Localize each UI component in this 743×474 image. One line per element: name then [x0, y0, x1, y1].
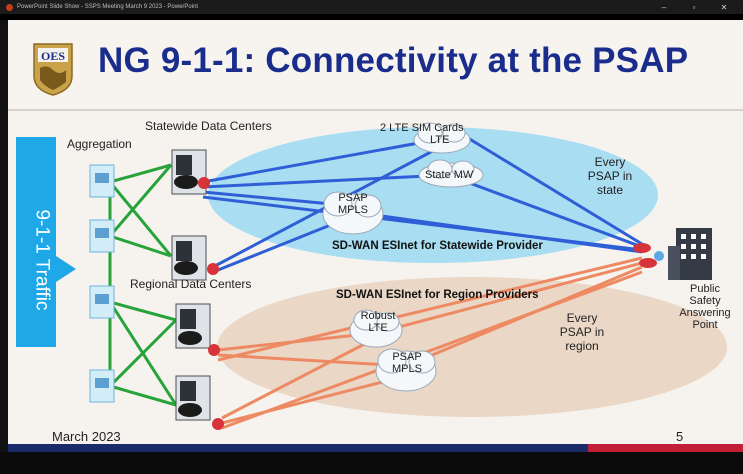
lte-label: LTE	[430, 134, 450, 146]
powerpoint-icon	[6, 3, 13, 11]
footer-accent	[588, 444, 743, 452]
taskbar	[0, 452, 743, 474]
aggregation-node-icon	[89, 285, 115, 319]
region-links	[217, 256, 643, 430]
close-button[interactable]: ✕	[720, 2, 728, 12]
statewide-datacenter-icon	[171, 149, 210, 195]
region-esinet-label: SD-WAN ESInet for Region Providers	[336, 289, 539, 301]
statewide-datacenters-label: Statewide Data Centers	[145, 119, 272, 133]
psap-mpls-label: PSAP MPLS	[338, 192, 368, 216]
page-number: 5	[676, 429, 684, 444]
aggregation-node-icon	[89, 369, 115, 403]
statewide-datacenter-icon	[171, 235, 219, 281]
psap-router-icon	[633, 243, 664, 268]
every-psap-state-label: Every PSAP in state	[587, 155, 633, 197]
lte-sim-label: 2 LTE SIM Cards	[380, 122, 464, 134]
window-title: PowerPoint Slide Show - SSPS Meeting Mar…	[17, 4, 199, 10]
regional-datacenter-icon	[175, 375, 224, 430]
aggregation-node-icon	[89, 219, 115, 253]
slide-header	[8, 20, 743, 110]
logo-text: OES	[41, 49, 65, 63]
slide-title: NG 9-1-1: Connectivity at the PSAP	[98, 41, 689, 80]
window-titlebar: PowerPoint Slide Show - SSPS Meeting Mar…	[0, 0, 743, 14]
minimize-button[interactable]: –	[661, 2, 667, 12]
psap-mpls-cloud-icon	[322, 191, 384, 235]
traffic-bar	[16, 137, 56, 347]
psap-mpls-region-cloud-icon	[375, 348, 437, 392]
regional-datacenters-label: Regional Data Centers	[130, 277, 252, 291]
footer-bar	[8, 444, 743, 452]
statewide-esinet-label: SD-WAN ESInet for Statewide Provider	[332, 240, 543, 252]
regional-datacenter-icon	[175, 303, 220, 356]
footer-date: March 2023	[52, 429, 121, 444]
aggregation-node-icon	[89, 164, 115, 198]
slide: OES NG 9-1-1: Connectivity at the PSAP	[8, 20, 743, 452]
lte-cloud-icon	[413, 122, 471, 154]
statewide-links	[202, 133, 643, 274]
traffic-arrow-icon	[56, 256, 76, 282]
robust-lte-label: Robust LTE	[360, 310, 396, 334]
state-mw-label: State MW	[425, 169, 474, 181]
connectivity-diagram	[8, 109, 743, 430]
state-mw-cloud-icon	[418, 159, 484, 188]
cal-oes-logo-icon: OES	[33, 43, 73, 96]
maximize-button[interactable]: ▫	[692, 2, 696, 12]
traffic-label: 9-1-1 Traffic	[32, 209, 53, 311]
every-psap-region-label: Every PSAP in region	[559, 311, 605, 353]
aggregation-links	[108, 163, 178, 407]
window-frame	[0, 14, 743, 20]
psap-building-label: Public Safety Answering Point	[679, 283, 731, 331]
psap-mpls-region-label: PSAP MPLS	[392, 351, 422, 375]
robust-lte-cloud-icon	[349, 309, 403, 348]
aggregation-label: Aggregation	[67, 137, 132, 151]
psap-building-icon	[668, 228, 712, 280]
